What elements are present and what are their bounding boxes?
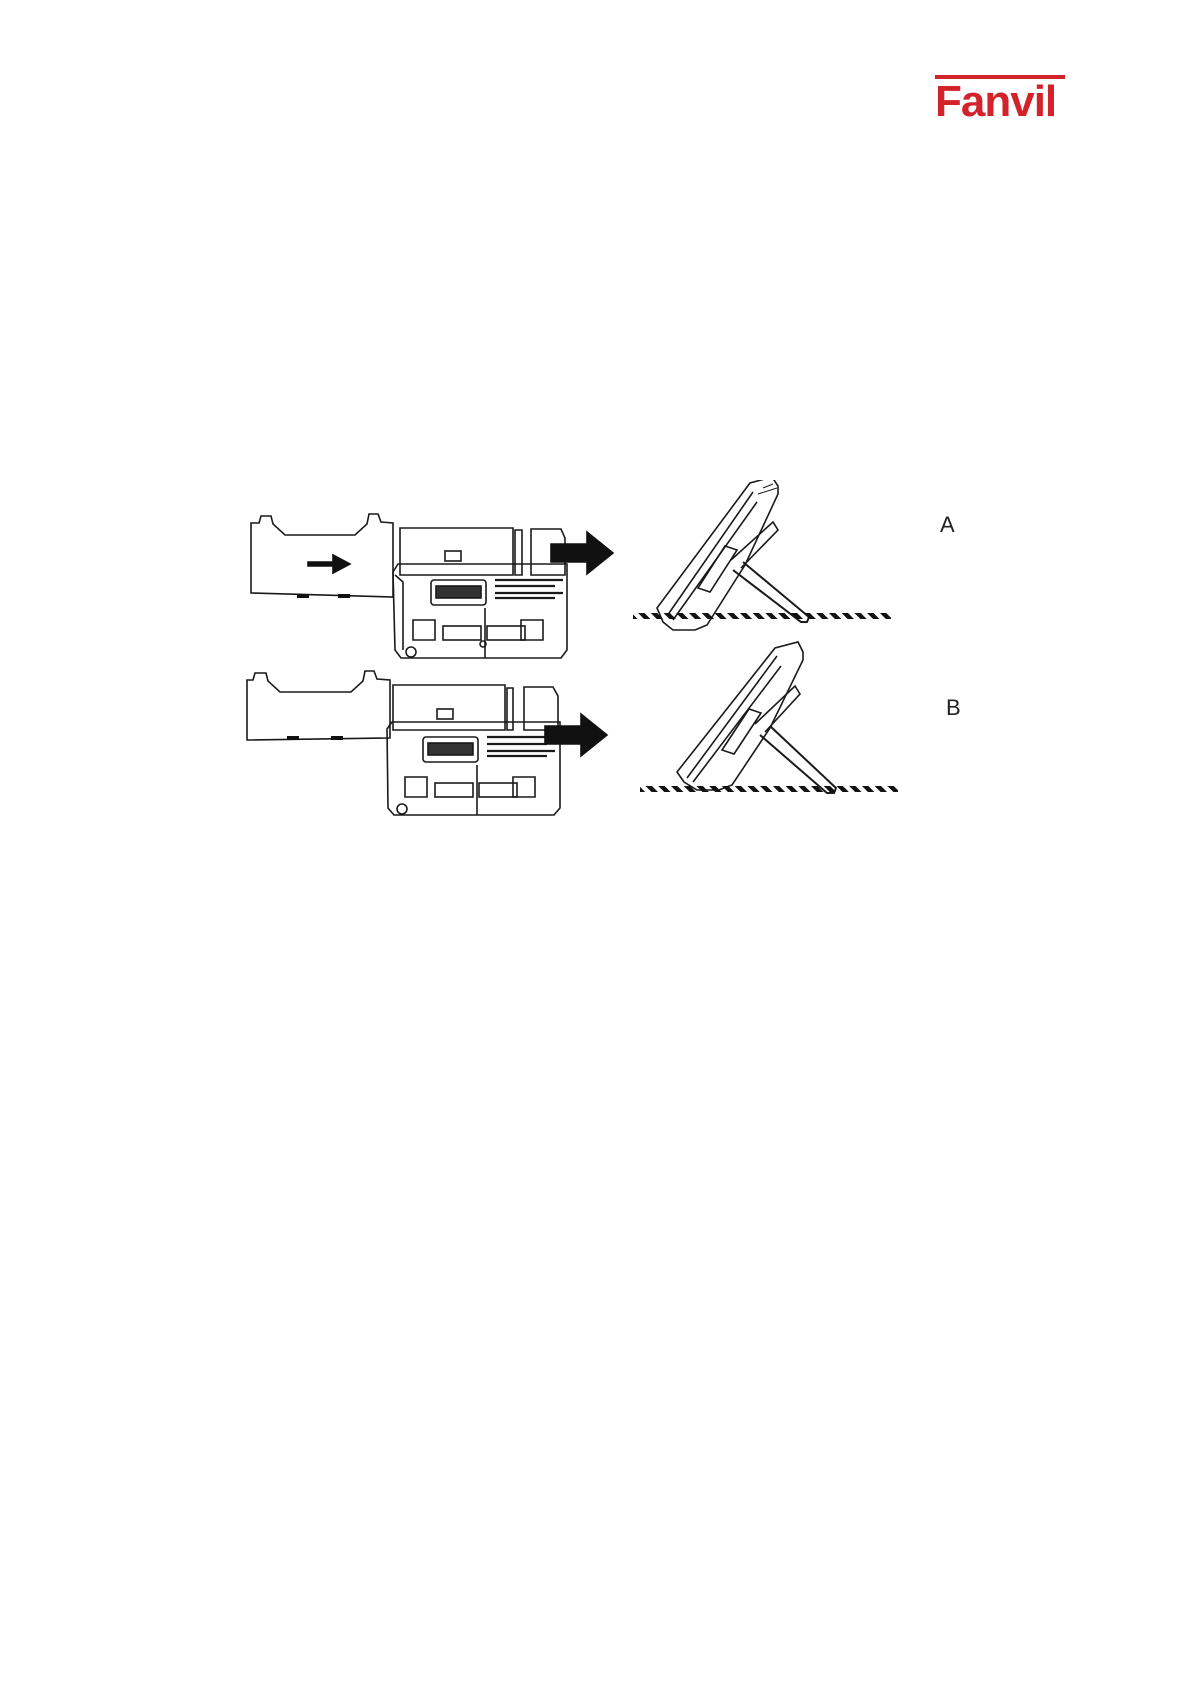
option-b-label: B [946,697,961,719]
step-arrow-icon-a [551,532,613,574]
svg-text:Fanvil: Fanvil [935,77,1056,120]
desk-surface-b [640,786,898,792]
phone-base-b [393,685,505,730]
brand-logo: Fanvil [935,75,1065,120]
desk-surface-a [633,613,891,619]
stand-part-a [251,514,393,597]
insert-arrow-icon [308,555,350,573]
stand-part-b [247,671,390,740]
step-arrow-icon-b [545,714,607,756]
phone-side-view-a [657,480,778,630]
stand-installation-illustration [225,480,985,890]
phone-side-view-b [677,642,803,790]
option-a-label: A [940,514,955,536]
